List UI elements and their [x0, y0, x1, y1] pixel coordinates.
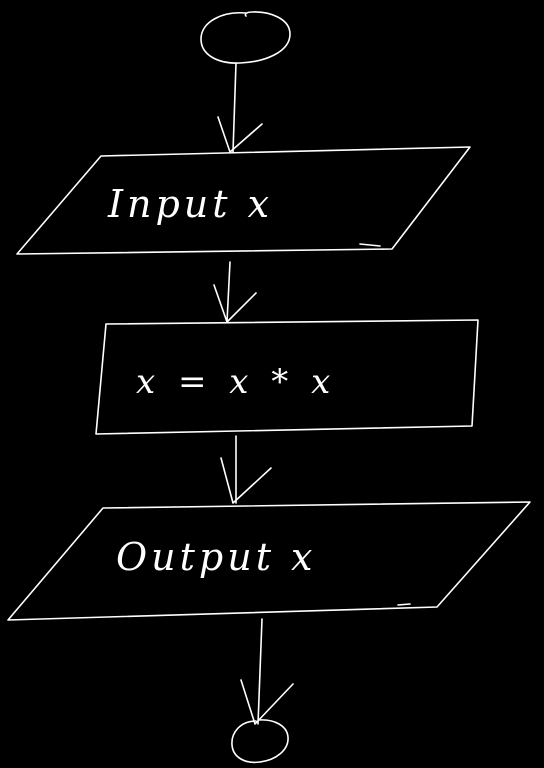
input-node: Input x [16, 146, 471, 255]
start-node [200, 11, 291, 64]
input-parallelogram [16, 146, 471, 255]
output-parallelogram [7, 501, 531, 621]
arrow-head [220, 457, 272, 504]
arrow-head [213, 284, 257, 323]
end-node [231, 719, 289, 764]
end-oval [231, 719, 289, 764]
arrow-input-to-process [213, 261, 257, 323]
arrow-head [217, 116, 263, 153]
start-oval [200, 11, 291, 64]
process-node: x = x * x [95, 319, 479, 435]
input-label: Input x [107, 182, 273, 226]
output-node: Output x [7, 501, 531, 621]
arrow-head [240, 679, 294, 725]
arrow-shaft [257, 618, 263, 725]
arrow-shaft [232, 62, 237, 153]
process-label: x = x * x [136, 362, 336, 402]
arrow-output-to-end [240, 618, 294, 725]
arrow-shaft [226, 261, 231, 323]
arrow-start-to-input [217, 62, 263, 153]
process-rectangle [95, 319, 479, 435]
output-label: Output x [116, 535, 316, 579]
arrow-process-to-output [220, 435, 272, 504]
